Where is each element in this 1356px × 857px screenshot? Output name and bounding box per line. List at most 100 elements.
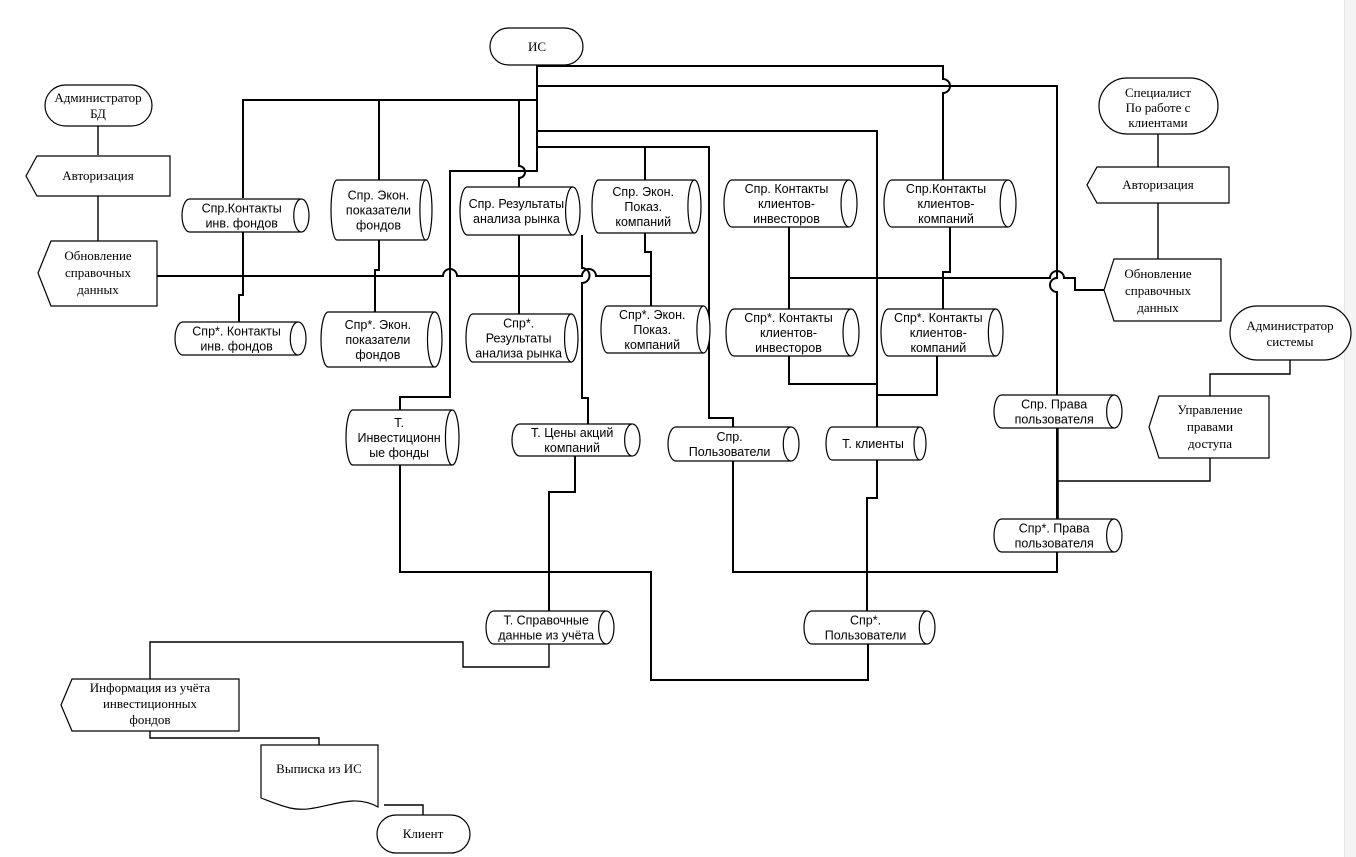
admin-db-line-2: БД [90, 106, 106, 121]
spr-users-store-line-1: Спр. [716, 430, 742, 444]
info-funds-line-3: фондов [129, 712, 170, 727]
spr-econ-comp-store-line-3: компаний [615, 215, 671, 229]
sprx-rights-store-line-1: Спр*. Права [1019, 522, 1090, 536]
access-management-display: Управление правами доступа [1148, 395, 1270, 459]
spr-econ-funds-store-line-1: Спр. Экон. [348, 189, 410, 203]
update-right-display: Обновление справочных данных [1103, 258, 1222, 322]
specialist-line-2: По работе с [1126, 100, 1191, 115]
t-inv-funds-store-line-3: ые фонды [369, 446, 429, 460]
t-inv-funds-store-line-2: Инвестиционн [358, 431, 441, 445]
sprx-inv-contacts-store-line-2: инв. фондов [200, 340, 273, 354]
auth-right-label: Авторизация [1122, 177, 1193, 192]
access-mgmt-line-2: правами [1187, 419, 1233, 434]
client-terminator: Клиент [376, 814, 471, 854]
spr-cli-inv-store-line-1: Спр. Контакты [745, 182, 829, 196]
spr-market-store-line-1: Спр. Результаты [469, 197, 565, 211]
spr-cli-comp-store-line-2: клиентов- [917, 197, 974, 211]
spr-cli-comp-store-line-3: компаний [918, 212, 974, 226]
sprx-cli-comp-store-line-1: Спр*. Контакты [894, 311, 983, 325]
spr-inv-contacts-store-line-2: инв. фондов [205, 217, 278, 231]
sprx-cli-inv-store-line-2: клиентов- [760, 326, 817, 340]
t-ref-data-store-line-1: Т. Справочные [503, 614, 588, 628]
auth-left-display: Авторизация [25, 155, 171, 197]
spr-market-store-line-2: анализа рынка [473, 212, 560, 226]
t-share-prices-store-line-2: компаний [544, 441, 600, 455]
spr-econ-comp-store-line-1: Спр. Экон. [612, 185, 674, 199]
sprx-cli-inv-store-line-1: Спр*. Контакты [744, 311, 833, 325]
t-ref-data-store-line-2: данные из учёта [498, 629, 594, 643]
sprx-users-store: Спр*.Пользователи [803, 610, 936, 645]
admin-db-line-1: Администратор [54, 90, 141, 105]
sprx-econ-comp-store: Спр*. Экон.Показ.компаний [600, 305, 711, 354]
sprx-econ-funds-store-line-3: фондов [355, 348, 400, 362]
update-right-line-1: Обновление [1124, 266, 1192, 281]
sprx-econ-comp-store-line-3: компаний [624, 338, 680, 352]
sprx-econ-comp-store-line-2: Показ. [633, 323, 671, 337]
admin-system-line-2: системы [1267, 334, 1314, 349]
auth-left-label: Авторизация [62, 168, 133, 183]
info-funds-line-1: Информация из учёта [90, 680, 211, 695]
t-clients-store: Т. клиенты [825, 426, 927, 461]
spr-cli-comp-store-line-1: Спр.Контакты [906, 182, 986, 196]
sprx-cli-comp-store-line-2: клиентов- [910, 326, 967, 340]
sprx-cli-inv-store-line-3: инвесторов [755, 341, 822, 355]
spr-econ-funds-store-line-2: показатели [346, 204, 411, 218]
update-left-line-2: справочных [65, 265, 131, 280]
sprx-market-store-line-2: Результаты [486, 332, 552, 346]
access-mgmt-line-1: Управление [1177, 402, 1242, 417]
sprx-rights-store-line-2: пользователя [1015, 537, 1094, 551]
spr-users-store: Спр.Пользователи [667, 426, 800, 462]
update-left-line-1: Обновление [64, 248, 132, 263]
sprx-econ-comp-store-line-1: Спр*. Экон. [619, 308, 685, 322]
sprx-inv-contacts-store-line-1: Спр*. Контакты [192, 325, 281, 339]
specialist-terminator: Специалист По работе с клиентами [1098, 77, 1219, 135]
sprx-market-store-line-3: анализа рынка [475, 347, 562, 361]
is-terminator: ИС [489, 27, 584, 66]
t-clients-store-line-1: Т. клиенты [842, 437, 904, 451]
page-edge [1344, 0, 1356, 857]
sprx-users-store-line-1: Спр*. [850, 614, 881, 628]
is-label: ИС [528, 39, 546, 54]
spr-rights-store-line-2: пользователя [1015, 413, 1094, 427]
spr-users-store-line-2: Пользователи [689, 445, 771, 459]
update-right-line-2: справочных [1125, 283, 1191, 298]
admin-db-terminator: Администратор БД [44, 84, 153, 127]
sprx-users-store-line-2: Пользователи [825, 629, 907, 643]
t-share-prices-store-line-1: Т. Цены акций [531, 426, 613, 440]
spr-econ-funds-store-line-3: фондов [356, 219, 401, 233]
info-funds-line-2: инвестиционных [103, 696, 198, 711]
access-mgmt-line-3: доступа [1188, 436, 1232, 451]
connector-lines [97, 65, 1291, 816]
spr-rights-store-line-1: Спр. Права [1021, 398, 1087, 412]
extract-document: Выписка из ИС [260, 744, 379, 810]
spr-econ-comp-store-line-2: Показ. [624, 200, 662, 214]
spr-cli-inv-store-line-3: инвесторов [753, 212, 820, 226]
spr-econ-comp-store: Спр. Экон.Показ.компаний [591, 179, 702, 234]
update-left-line-3: данных [77, 282, 119, 297]
sprx-cli-comp-store-line-3: компаний [910, 341, 966, 355]
auth-right-display: Авторизация [1086, 166, 1230, 204]
spr-cli-inv-store-line-2: клиентов- [758, 197, 815, 211]
update-left-display: Обновление справочных данных [37, 240, 158, 307]
spr-inv-contacts-store-line-1: Спр.Контакты [202, 202, 282, 216]
admin-system-line-1: Администратор [1246, 318, 1333, 333]
t-inv-funds-store-line-1: Т. [394, 416, 404, 430]
sprx-econ-funds-store-line-1: Спр*. Экон. [345, 318, 411, 332]
specialist-line-3: клиентами [1128, 115, 1187, 130]
